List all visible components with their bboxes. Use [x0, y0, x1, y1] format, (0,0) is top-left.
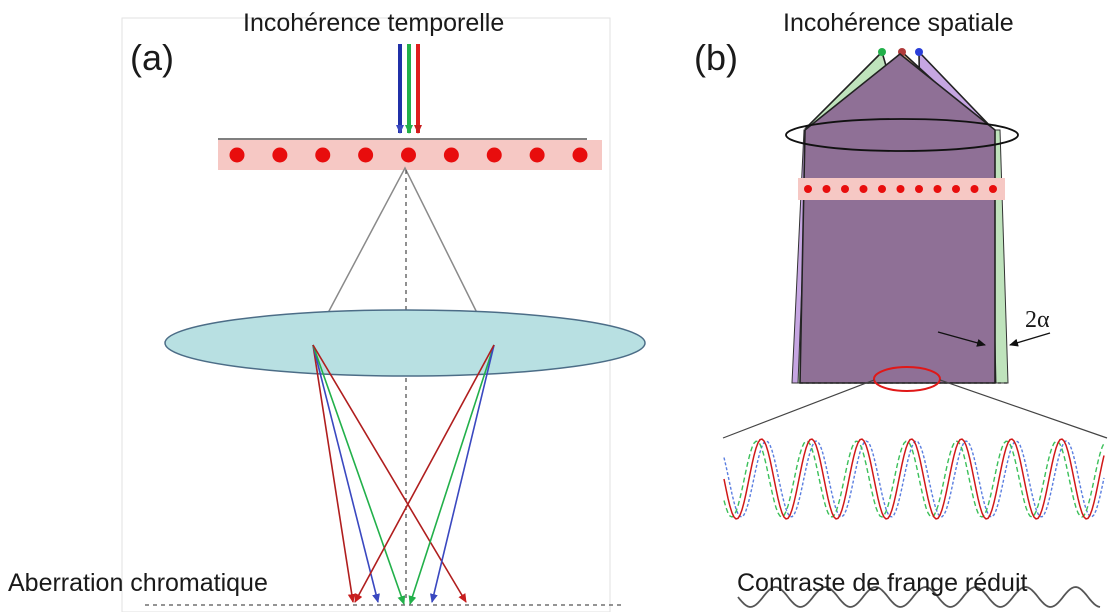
zoom-line-left: [722, 379, 875, 439]
panel-b-caption: Contraste de frange réduit: [737, 569, 1028, 597]
sample-dot: [315, 147, 331, 163]
sample-dot: [443, 147, 459, 163]
sample-dot-b: [970, 185, 979, 193]
panel-b-title: Incohérence spatiale: [783, 9, 1014, 37]
sample-dots-b: [804, 185, 997, 193]
fringe-blue-wave: [723, 440, 1105, 518]
source-blue-dot: [915, 48, 923, 56]
illumination-cone: [799, 52, 996, 384]
sample-dot-b: [896, 185, 905, 193]
ray-blue-left: [312, 344, 380, 603]
sample-dot: [272, 147, 288, 163]
sample-dot-b: [952, 185, 960, 193]
angle-label: 2α: [1025, 307, 1050, 333]
panel-b: [722, 48, 1108, 608]
panel-a-frame: [121, 17, 611, 612]
sample-dot-b: [804, 185, 812, 193]
fringe-red-wave: [723, 438, 1105, 520]
sample-dot: [358, 147, 374, 163]
source-green-dot: [878, 48, 886, 56]
incoming-beams: [396, 44, 422, 134]
panel-a-caption: Aberration chromatique: [8, 569, 268, 597]
fringe-pattern: [723, 438, 1105, 520]
panel-a-label: (a): [130, 37, 174, 78]
panel-a-title: Incohérence temporelle: [243, 9, 505, 37]
sample-dot-b: [878, 185, 886, 193]
sample-dot: [529, 147, 545, 163]
sample-dot: [229, 147, 245, 163]
sample-dot-b: [989, 185, 997, 193]
panel-b-label: (b): [694, 37, 738, 78]
condenser-lens: [785, 118, 1019, 152]
angle-arrow-left: [937, 331, 986, 347]
reduced-contrast-wave: [737, 586, 1101, 608]
ray-green-left: [312, 344, 406, 605]
ray-red-left-short: [312, 344, 356, 603]
sample-dot-b: [915, 185, 923, 193]
angle-arrow-right: [1009, 332, 1051, 347]
zoom-region: [873, 366, 941, 392]
sample-dot-b: [822, 185, 831, 193]
diffraction-cone: [311, 166, 493, 344]
ray-blue-right: [429, 344, 495, 603]
fringe-green-wave: [723, 440, 1105, 518]
objective-lens: [164, 309, 646, 377]
sample-dot: [572, 147, 588, 163]
sample-dot: [486, 147, 502, 163]
sample-dot-b: [859, 185, 868, 193]
ray-red-right-cross: [354, 344, 495, 603]
sample-dot-b: [933, 185, 942, 193]
chromatic-rays: [312, 344, 495, 605]
sample-dots: [229, 147, 588, 163]
ray-red-left-cross: [312, 344, 467, 603]
sample-dot: [401, 147, 416, 163]
sample-band: [218, 138, 602, 170]
sample-dot-b: [841, 185, 849, 193]
zoom-line-right: [939, 379, 1108, 439]
panel-a: [121, 17, 646, 612]
ray-green-right: [408, 344, 495, 605]
